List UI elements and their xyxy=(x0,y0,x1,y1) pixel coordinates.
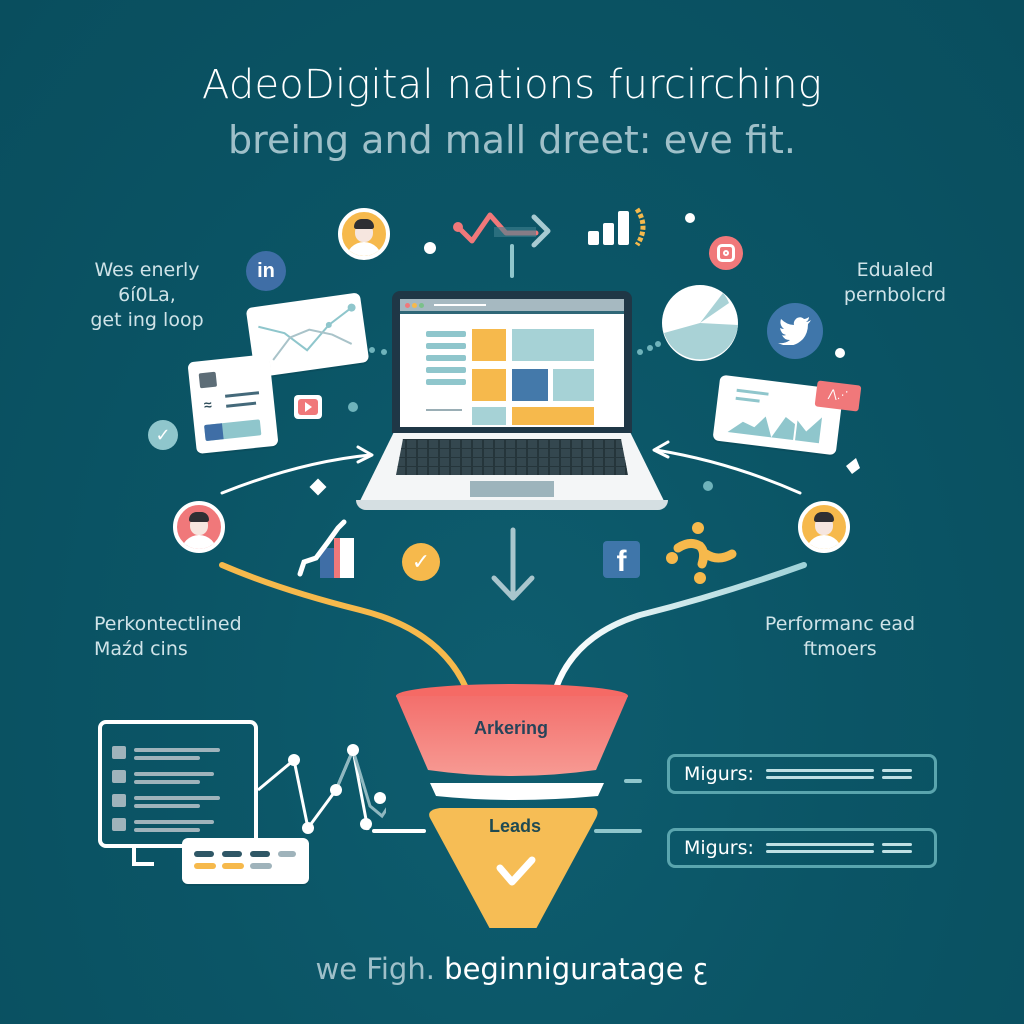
avatar-top xyxy=(338,208,390,260)
video-play-icon[interactable] xyxy=(294,395,322,419)
avatar-left xyxy=(173,501,225,553)
check-badge-icon: ✓ xyxy=(402,543,440,581)
keyboard xyxy=(396,439,628,475)
status-pill-card xyxy=(182,838,309,884)
instagram-icon[interactable] xyxy=(709,236,743,270)
metric-label: Migurs: xyxy=(684,837,754,859)
label-mid-right: Performanc ead ftmoers xyxy=(740,612,940,662)
area-chart-card xyxy=(712,374,844,456)
trackpad xyxy=(470,481,554,497)
footer-bright-text: beginniguratage ꜫ xyxy=(444,952,709,986)
linkedin-glyph: in xyxy=(257,259,275,282)
funnel-stage-top: Arkering xyxy=(473,718,549,738)
label-top-left: Wes enerly 6í0La, get ing loop xyxy=(72,258,222,333)
network-nodes-icon xyxy=(666,522,737,584)
trend-line-arrow-icon xyxy=(453,212,551,248)
metric-label: Migurs: xyxy=(684,763,754,785)
pulse-line-chart xyxy=(257,744,386,834)
growth-chart-icon xyxy=(297,519,354,578)
label-line: Performanc ead xyxy=(764,613,916,635)
label-line: Maźd cins xyxy=(94,638,188,660)
page-title: AdeoDigital nations furcirching xyxy=(202,62,822,108)
label-line: get ing loop xyxy=(90,309,204,331)
twitter-icon[interactable] xyxy=(767,303,823,359)
alert-badge-icon: ⋀⋰ xyxy=(814,380,862,412)
laptop-base-edge xyxy=(356,500,668,510)
metric-value-lines xyxy=(765,769,912,779)
facebook-glyph: f xyxy=(616,545,627,578)
pie-chart-icon xyxy=(662,285,738,361)
label-line: Perkontectlined xyxy=(94,613,242,635)
laptop-base xyxy=(356,433,668,509)
label-line: ftmoers xyxy=(803,638,877,660)
metric-value-lines xyxy=(765,843,912,853)
sales-funnel xyxy=(396,684,628,928)
browser-bar xyxy=(400,299,624,311)
metric-row: Migurs: xyxy=(667,754,937,794)
avatar-right xyxy=(798,501,850,553)
document-icon: ≈ xyxy=(187,353,279,455)
line-chart-card xyxy=(245,292,370,378)
check-circle-icon: ✓ xyxy=(148,420,178,450)
monitor-foot xyxy=(132,862,154,866)
metric-row: Migurs: xyxy=(667,828,937,868)
label-line: Wes enerly xyxy=(94,259,200,281)
page-subtitle: breing and mall dreet: eve fit. xyxy=(228,118,796,162)
dashboard-monitor xyxy=(98,720,258,848)
label-line: Edualed xyxy=(856,259,934,281)
footer-tagline: we Figh. beginniguratage ꜫ xyxy=(0,952,1024,986)
bar-chart-icon xyxy=(588,207,646,247)
label-top-right: Edualed pernbolcrd xyxy=(820,258,970,308)
linkedin-icon[interactable]: in xyxy=(246,251,286,291)
facebook-icon[interactable]: f xyxy=(603,541,640,578)
monitor-stand xyxy=(132,848,136,866)
down-arrow-icon xyxy=(491,527,535,601)
laptop-screen xyxy=(392,291,632,433)
label-line: pernbolcrd xyxy=(843,284,947,306)
label-line: 6í0La, xyxy=(118,284,176,306)
funnel-stage-bottom: Leads xyxy=(488,816,542,836)
label-mid-left: Perkontectlined Maźd cins xyxy=(80,612,260,662)
footer-muted-text: we Figh. xyxy=(315,952,435,986)
